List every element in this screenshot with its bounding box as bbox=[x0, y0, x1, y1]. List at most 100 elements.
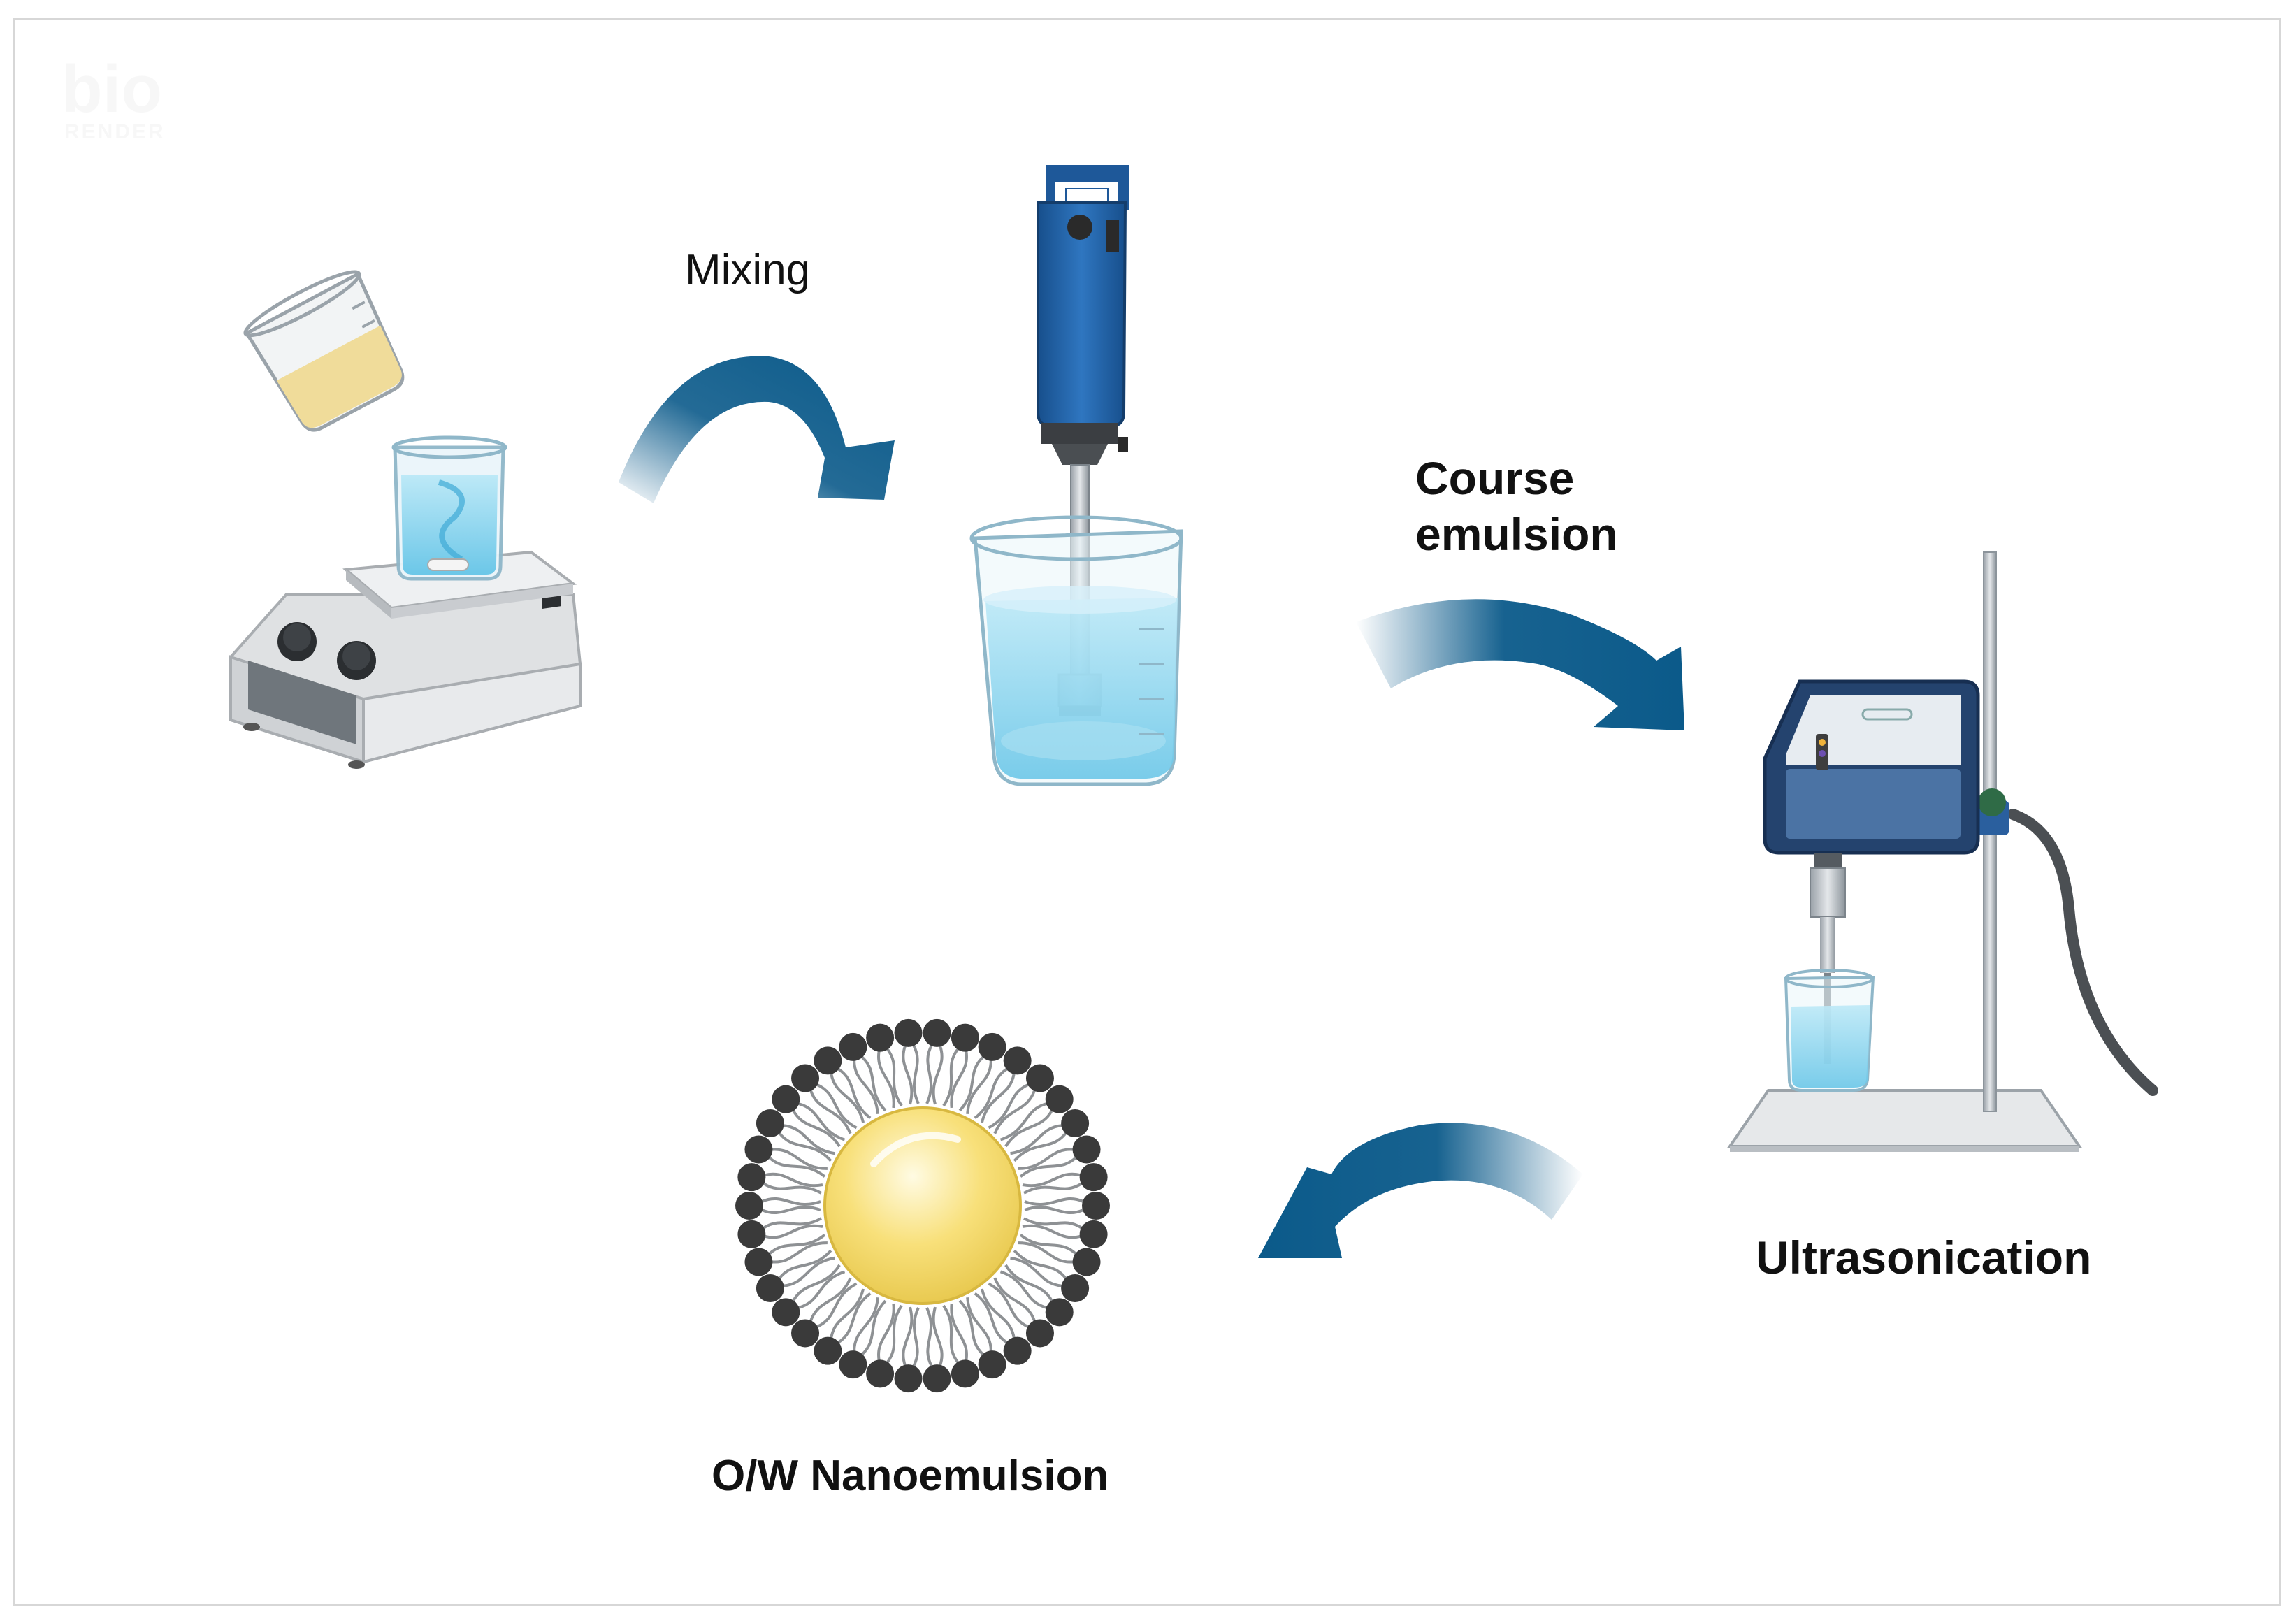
surfactant-tail bbox=[778, 1249, 832, 1280]
surfactant-head bbox=[951, 1023, 979, 1052]
surfactant-tail bbox=[942, 1048, 960, 1107]
surfactant-head bbox=[866, 1359, 895, 1388]
surfactant-tail bbox=[816, 1282, 858, 1329]
surfactant-tail bbox=[932, 1306, 944, 1366]
surfactant-head bbox=[1025, 1319, 1054, 1348]
surfactant-tail bbox=[912, 1307, 920, 1367]
surfactant-tail bbox=[768, 1234, 826, 1255]
coarse-emulsion-label-line1: Course bbox=[1415, 452, 1575, 504]
surfactant-tail bbox=[1024, 1206, 1084, 1214]
surfactant-head bbox=[772, 1085, 800, 1113]
surfactant-head bbox=[814, 1336, 842, 1365]
surfactant-head bbox=[978, 1350, 1006, 1379]
oil-core bbox=[823, 1106, 1022, 1305]
surfactant-head bbox=[772, 1298, 800, 1327]
surfactant-tail bbox=[830, 1288, 865, 1339]
surfactant-tail bbox=[837, 1067, 872, 1120]
oil-core-highlight bbox=[870, 1132, 961, 1167]
surfactant-head bbox=[839, 1032, 867, 1061]
surfactant-head bbox=[735, 1192, 763, 1220]
ultrasonicator-icon bbox=[1727, 551, 2158, 1152]
surfactant-head bbox=[1079, 1163, 1108, 1192]
surfactant-tail bbox=[1013, 1132, 1067, 1162]
surfactant-head bbox=[791, 1319, 820, 1348]
surfactant-head bbox=[791, 1064, 820, 1092]
surfactant-head bbox=[814, 1046, 842, 1075]
surfactant-tail bbox=[837, 1292, 872, 1344]
surfactant-tail bbox=[966, 1297, 992, 1352]
surfactant-head bbox=[951, 1359, 979, 1388]
curved-arrow-icon bbox=[1258, 1123, 1583, 1258]
surfactant-tail bbox=[942, 1304, 960, 1364]
surfactant-head bbox=[1079, 1220, 1108, 1248]
surfactant-tail bbox=[980, 1073, 1016, 1123]
biorender-watermark-icon: bio RENDER bbox=[62, 52, 166, 143]
surfactant-head bbox=[923, 1364, 951, 1393]
surfactant-tail bbox=[1023, 1182, 1083, 1195]
surfactant-head bbox=[923, 1018, 951, 1047]
surfactant-head bbox=[1061, 1274, 1090, 1303]
surfactant-tail bbox=[764, 1172, 823, 1188]
product-label: O/W Nanoemulsion bbox=[712, 1452, 1109, 1500]
surfactant-tail bbox=[860, 1299, 887, 1356]
surfactant-tail bbox=[1019, 1234, 1077, 1255]
surfactant-tail bbox=[966, 1060, 992, 1114]
coarse-emulsion-label-line2: emulsion bbox=[1415, 508, 1618, 560]
surfactant-tail bbox=[877, 1051, 895, 1109]
surfactant-head bbox=[978, 1032, 1006, 1061]
surfactant-tail bbox=[886, 1048, 903, 1107]
surfactant-tail bbox=[792, 1264, 841, 1302]
surfactant-tail bbox=[797, 1270, 846, 1309]
surfactant-tail bbox=[761, 1206, 821, 1214]
watermark-logo: bio bbox=[62, 52, 162, 127]
magnetic-stirrer-icon bbox=[229, 435, 582, 769]
surfactant-tail bbox=[999, 1102, 1048, 1141]
surfactant-tail bbox=[1023, 1217, 1083, 1229]
surfactant-tail bbox=[764, 1224, 823, 1239]
surfactant-head bbox=[1082, 1192, 1110, 1220]
surfactant-tail bbox=[993, 1277, 1037, 1322]
surfactant-tail bbox=[768, 1156, 826, 1178]
surfactant-head bbox=[1072, 1135, 1101, 1164]
surfactant-tail bbox=[792, 1109, 841, 1148]
surfactant-head bbox=[894, 1018, 923, 1047]
surfactant-head bbox=[756, 1109, 784, 1137]
surfactant-tail bbox=[925, 1044, 933, 1104]
surfactant-tail bbox=[809, 1090, 852, 1134]
surfactant-tail bbox=[1010, 1124, 1062, 1155]
surfactant-tail bbox=[1018, 1241, 1074, 1264]
curved-arrow-icon bbox=[619, 356, 895, 503]
watermark-subtext: RENDER bbox=[64, 120, 166, 143]
surfactant-tail bbox=[877, 1303, 895, 1361]
surfactant-head bbox=[1045, 1298, 1074, 1327]
surfactant-tail bbox=[772, 1148, 828, 1170]
surfactant-head bbox=[1003, 1046, 1032, 1075]
surfactant-tail bbox=[974, 1067, 1008, 1120]
surfactant-tail bbox=[853, 1060, 879, 1114]
surfactant-tail bbox=[763, 1182, 822, 1195]
surfactant-head bbox=[1045, 1085, 1074, 1113]
surfactant-head bbox=[894, 1364, 923, 1393]
surfactant-tail bbox=[886, 1304, 903, 1364]
surfactant-tail bbox=[763, 1217, 822, 1229]
surfactant-tail bbox=[1004, 1109, 1053, 1148]
surfactant-tail bbox=[1018, 1148, 1074, 1170]
surfactant-head bbox=[737, 1220, 766, 1248]
surfactant-tail bbox=[860, 1055, 887, 1112]
surfactant-tail bbox=[761, 1197, 821, 1206]
surfactant-tail bbox=[988, 1282, 1030, 1329]
surfactant-tail bbox=[1013, 1249, 1067, 1280]
mixing-label: Mixing bbox=[685, 246, 811, 294]
surfactant-tail bbox=[932, 1045, 944, 1105]
surfactant-tail bbox=[1022, 1172, 1081, 1188]
surfactant-head bbox=[1025, 1064, 1054, 1092]
ultrasonication-label: Ultrasonication bbox=[1756, 1232, 2092, 1283]
surfactant-tail bbox=[1004, 1264, 1053, 1302]
surfactant-head bbox=[866, 1023, 895, 1052]
surfactant-head bbox=[839, 1350, 867, 1379]
figure-frame bbox=[13, 18, 2281, 1606]
surfactant-tail bbox=[993, 1090, 1037, 1134]
surfactant-tail bbox=[783, 1256, 835, 1287]
surfactant-tail bbox=[778, 1132, 832, 1162]
